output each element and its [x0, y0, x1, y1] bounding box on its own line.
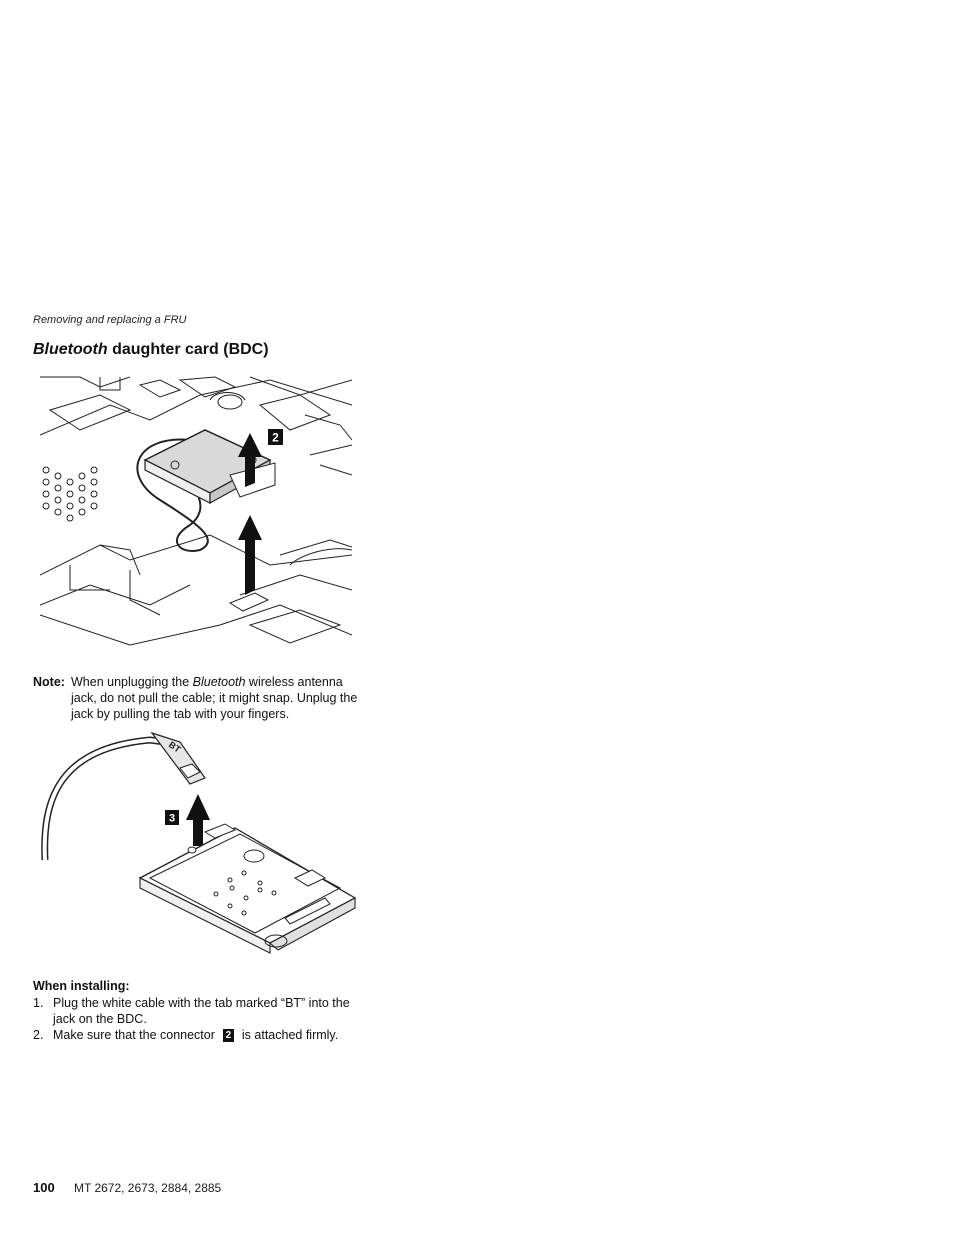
white-cable [41, 736, 166, 861]
bt-tab: BT [150, 731, 206, 785]
lift-arrow-icon [238, 433, 262, 595]
list-item: 1. Plug the white cable with the tab mark… [33, 995, 368, 1027]
page-number: 100 [33, 1180, 55, 1195]
step-text-after: is attached firmly. [241, 1028, 339, 1042]
section-title-italic: Bluetooth [33, 341, 108, 358]
callout-2-box [268, 429, 283, 445]
antenna-jack-figure: BT 3 [41, 731, 357, 954]
note-text-before: When unplugging the [71, 675, 193, 689]
vent-holes [42, 466, 98, 522]
callout-3: 3 [169, 813, 175, 825]
step-number: 2. [33, 1028, 44, 1042]
note-label: Note: [33, 675, 65, 689]
note: Note: When unplugging the Bluetooth wire… [33, 674, 368, 721]
lift-arrow-icon-2 [186, 794, 210, 846]
callout-2: 2 [272, 431, 279, 445]
running-head: Removing and replacing a FRU [33, 314, 187, 326]
step-number: 1. [33, 996, 44, 1010]
callout-3-box [165, 810, 179, 825]
installing-steps: 1. Plug the white cable with the tab mark… [33, 995, 368, 1043]
section-title: Bluetooth daughter card (BDC) [33, 341, 269, 359]
antenna-jack [187, 846, 197, 854]
note-text-after: wireless antenna jack, do not pull the c… [71, 675, 358, 721]
section-title-rest: daughter card (BDC) [107, 341, 269, 358]
bdc-removal-figure: 2 [40, 376, 352, 646]
board-connector [228, 592, 270, 612]
antenna-cable [136, 438, 209, 552]
step-text: Plug the white cable with the tab marked… [53, 996, 350, 1026]
installing-heading: When installing: [33, 979, 130, 993]
machine-types: MT 2672, 2673, 2884, 2885 [74, 1181, 222, 1195]
note-body: When unplugging the Bluetooth wireless a… [71, 674, 371, 722]
list-item: 2. Make sure that the connector 2 is attach… [33, 1027, 368, 1043]
step-text-before: Make sure that the connector [53, 1028, 215, 1042]
bdc-board [138, 823, 357, 954]
note-text-italic: Bluetooth [192, 675, 246, 689]
callout-2-inline: 2 [222, 1029, 234, 1042]
